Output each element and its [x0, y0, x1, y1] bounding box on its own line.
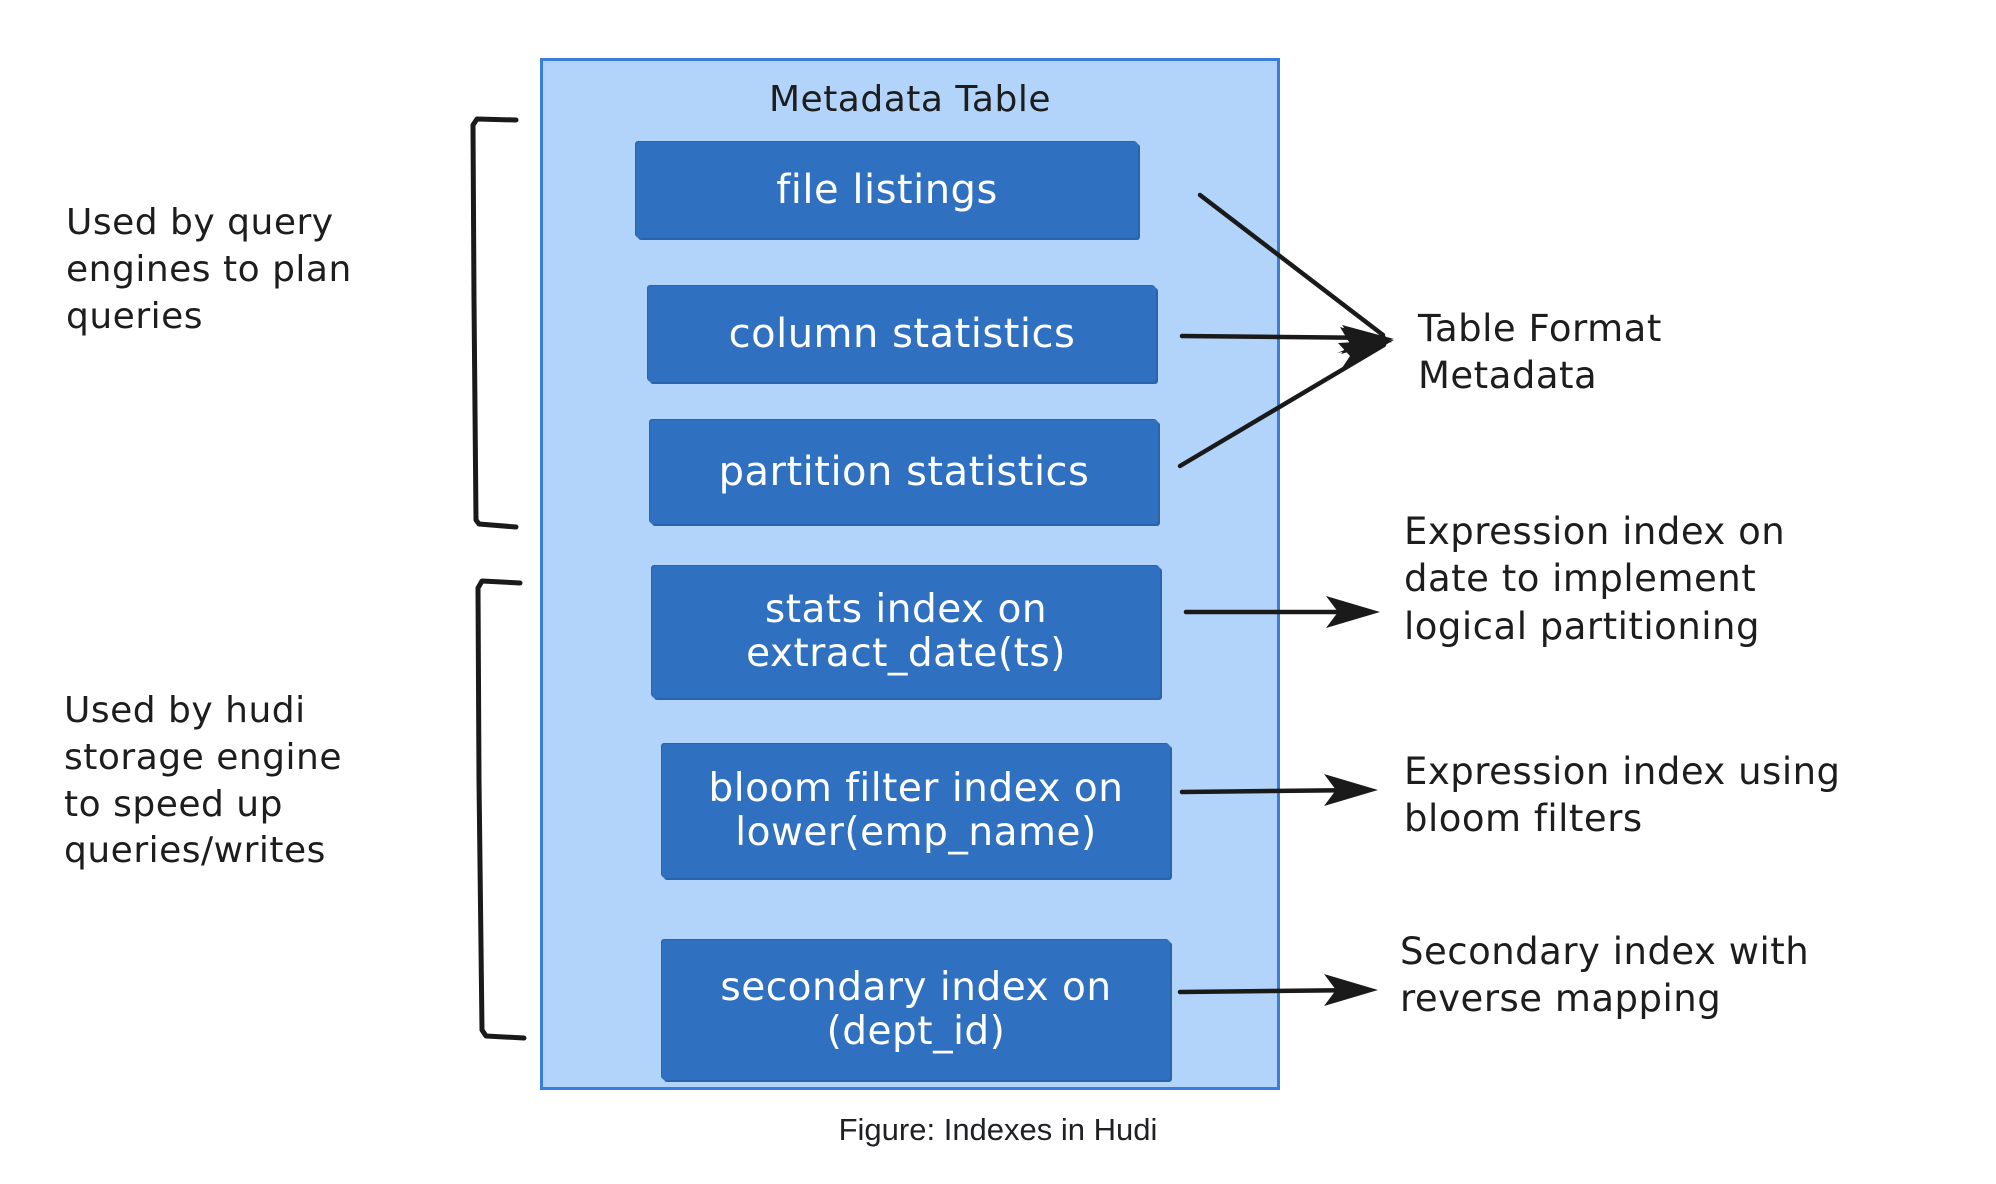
index-box-partition-statistics[interactable]: partition statistics: [650, 420, 1158, 524]
bracket-hudi-storage: [475, 578, 527, 1041]
figure-caption: Figure: Indexes in Hudi: [838, 1112, 1158, 1147]
index-box-bloom-filter-index[interactable]: bloom filter index on lower(emp_name): [662, 744, 1170, 878]
note-hudi-storage: Used by hudi storage engine to speed up …: [64, 690, 342, 872]
annotation-expression-index-date: Expression index on date to implement lo…: [1404, 510, 1786, 648]
annotation-expression-index-bloom: Expression index using bloom filters: [1404, 750, 1841, 841]
index-box-secondary-index[interactable]: secondary index on (dept_id): [662, 940, 1170, 1080]
metadata-table-title: Metadata Table: [768, 79, 1051, 120]
annotation-secondary-index: Secondary index with reverse mapping: [1400, 930, 1810, 1021]
index-box-file-listings[interactable]: file listings: [636, 142, 1138, 238]
annotation-table-format-metadata: Table Format Metadata: [1418, 307, 1662, 398]
index-box-column-statistics[interactable]: column statistics: [648, 286, 1156, 382]
note-query-engines: Used by query engines to plan queries: [66, 202, 352, 337]
bracket-query-engines: [470, 116, 519, 530]
index-box-stats-index[interactable]: stats index on extract_date(ts): [652, 566, 1160, 698]
